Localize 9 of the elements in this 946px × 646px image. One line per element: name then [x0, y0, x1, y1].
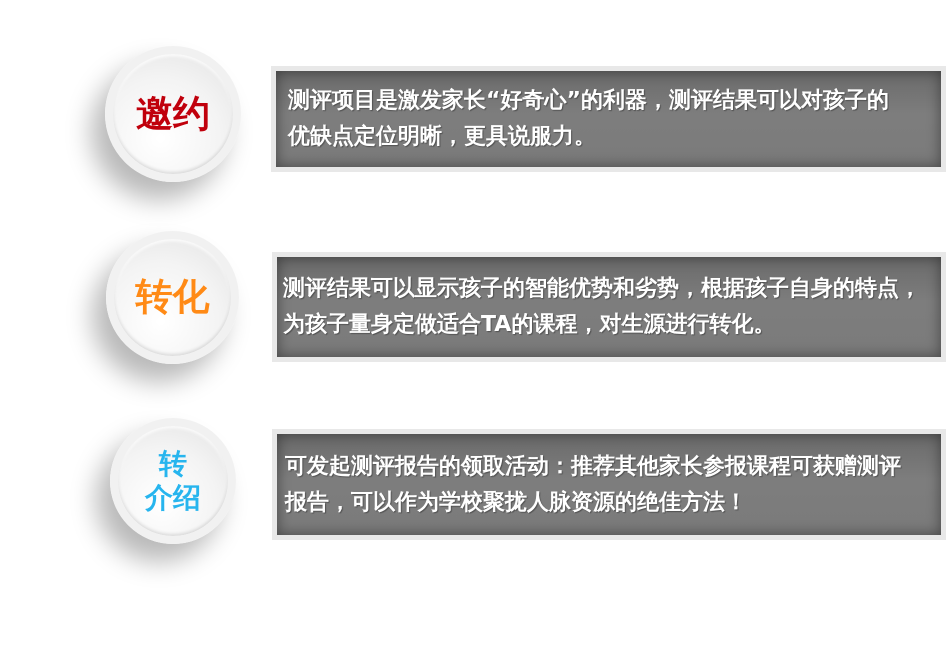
- description-panel: [272, 252, 946, 362]
- step-label: 邀约: [136, 92, 210, 136]
- step-label: 转化: [136, 275, 210, 320]
- description-panel: [271, 66, 946, 172]
- step-label: 转介绍: [145, 447, 201, 515]
- description-text: 可发起测评报告的领取活动：推荐其他家长参报课程可获赠测评报告，可以作为学校聚拢人脉资源的绝佳方法！: [285, 452, 902, 516]
- description-text: 测评结果可以显示孩子的智能优势和劣势，根据孩子自身的特点，为孩子量身定做适合TA的课程，对生源进行转化。: [283, 275, 922, 339]
- description-panel: [272, 429, 946, 540]
- description-text: 测评项目是激发家长“好奇心”的利器，测评结果可以对孩子的优缺点定位明晰，更具说服力。: [288, 86, 890, 151]
